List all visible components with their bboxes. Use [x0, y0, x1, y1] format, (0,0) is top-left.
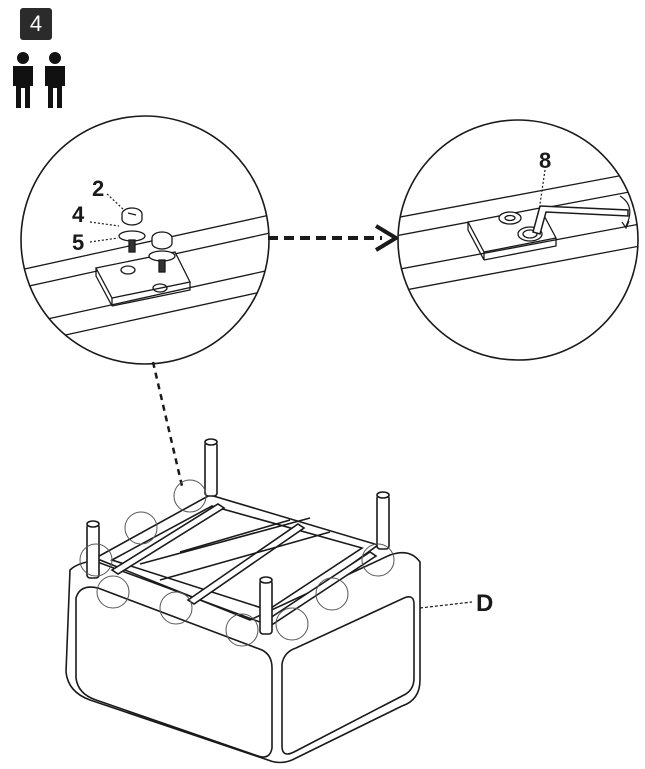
- detail-circle-screws: 2 4 5: [20, 115, 270, 365]
- callout-D: D: [476, 590, 493, 617]
- callout-5: 5: [72, 230, 84, 255]
- bracket-highlight-circles: [79, 479, 395, 647]
- callout-d-leader: [419, 601, 473, 609]
- callout-2: 2: [92, 176, 104, 201]
- callout-4: 4: [72, 202, 85, 227]
- step-number-badge: 4: [20, 8, 52, 40]
- ottoman-frame: [65, 438, 421, 764]
- detail-leader-line: [151, 361, 184, 487]
- person-icon: [13, 52, 33, 108]
- dashed-arrow: [268, 224, 400, 252]
- two-persons-icon: [13, 52, 65, 108]
- detail-circle-hex-key: 8: [397, 119, 639, 361]
- person-icon: [45, 52, 65, 108]
- callout-8: 8: [539, 148, 551, 173]
